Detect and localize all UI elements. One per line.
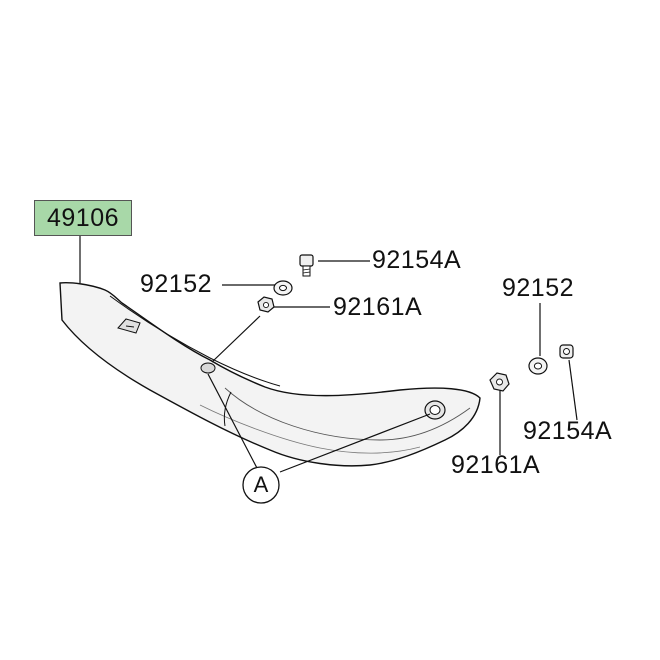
label-washer-right[interactable]: 92152 [502, 274, 575, 302]
nut-upper-icon[interactable] [257, 296, 275, 313]
label-screw-right[interactable]: 92154A [523, 417, 613, 445]
side-cover-part[interactable] [59, 282, 481, 467]
nut-right-icon[interactable] [489, 372, 510, 392]
label-washer-upper[interactable]: 92152 [140, 270, 213, 298]
screw-upper-icon[interactable] [299, 254, 314, 277]
leader-lines [79, 234, 578, 473]
callout-a-label: A [253, 472, 269, 497]
label-nut-upper[interactable]: 92161A [333, 293, 423, 321]
screw-right-icon[interactable] [559, 344, 574, 359]
label-screw-upper[interactable]: 92154A [372, 246, 462, 274]
washer-right-icon[interactable] [528, 357, 548, 375]
label-nut-right[interactable]: 92161A [451, 451, 541, 479]
washer-upper-icon[interactable] [273, 280, 293, 296]
callout-a-circle [242, 466, 280, 504]
part-number-49106[interactable]: 49106 [34, 200, 132, 236]
